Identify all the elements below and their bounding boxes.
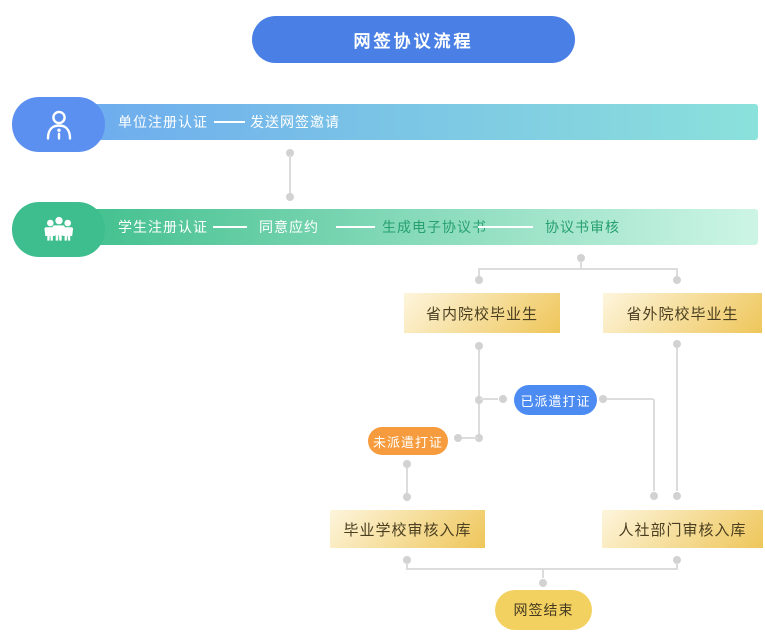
connector-vline [542,570,544,578]
connector-vline [676,348,678,491]
step-label: 单位注册认证 [118,114,208,130]
connector-dot [286,193,294,201]
connector-dot [454,434,462,442]
node-label: 网签结束 [513,602,574,618]
connector-vline [580,261,582,269]
connector-dot [499,395,507,403]
node-label: 人社部门审核入库 [618,521,747,539]
step-label: 发送网签邀请 [250,114,340,130]
node-school-review: 毕业学校审核入库 [330,510,485,548]
step-separator [478,226,533,228]
node-out-province-graduate: 省外院校毕业生 [603,293,762,333]
connector-dot [673,276,681,284]
connector-hline [462,437,478,439]
employer-icon-block [12,97,105,152]
connector-dot [475,276,483,284]
node-in-province-graduate: 省内院校毕业生 [404,293,560,333]
connector-dot [673,340,681,348]
step-label: 学生注册认证 [118,219,208,235]
node-end: 网签结束 [495,590,592,630]
connector-dot [650,492,658,500]
connector-hline [607,398,653,400]
step-separator [336,226,375,228]
step-separator [213,226,247,228]
step-label: 同意应约 [259,219,319,235]
node-label: 省内院校毕业生 [425,305,538,323]
connector-vline [676,563,678,570]
connector-dot [475,396,483,404]
connector-dot [475,434,483,442]
connector-vline [478,350,480,438]
connector-hline [478,268,678,270]
connector-vline [406,468,408,494]
connector-dot [403,460,411,468]
student-icon-block [12,202,105,257]
connector-dot [403,556,411,564]
node-label: 已派遣打证 [520,393,591,409]
connector-vline [478,270,480,277]
node-hr-review: 人社部门审核入库 [602,510,763,548]
connector-dot [539,579,547,587]
connector-vline [676,270,678,277]
person-icon [46,110,71,140]
connector-vline [289,155,291,195]
connector-vline [653,399,655,491]
node-label: 省外院校毕业生 [626,305,739,323]
connector-dot [403,493,411,501]
connector-hline [406,568,678,570]
employer-lane-bar: 单位注册认证 发送网签邀请 [30,104,758,140]
team-icon [43,216,73,241]
node-label: 未派遣打证 [372,434,443,450]
title-pill: 网签协议流程 [252,16,575,63]
student-lane-bar: 学生注册认证 同意应约 生成电子协议书 协议书审核 [30,209,758,245]
connector-dot [673,492,681,500]
page-title: 网签协议流程 [353,32,474,51]
connector-hline [480,398,498,400]
step-label: 协议书审核 [545,219,620,235]
node-not-dispatched-certificate: 未派遣打证 [368,427,448,455]
connector-dot [673,556,681,564]
connector-dot [599,395,607,403]
connector-vline [406,563,408,570]
step-separator [214,121,245,123]
step-label: 生成电子协议书 [382,219,487,235]
node-dispatched-certificate: 已派遣打证 [514,385,597,415]
connector-dot [475,342,483,350]
connector-dot [577,254,585,262]
node-label: 毕业学校审核入库 [343,521,472,539]
connector-dot [286,149,294,157]
